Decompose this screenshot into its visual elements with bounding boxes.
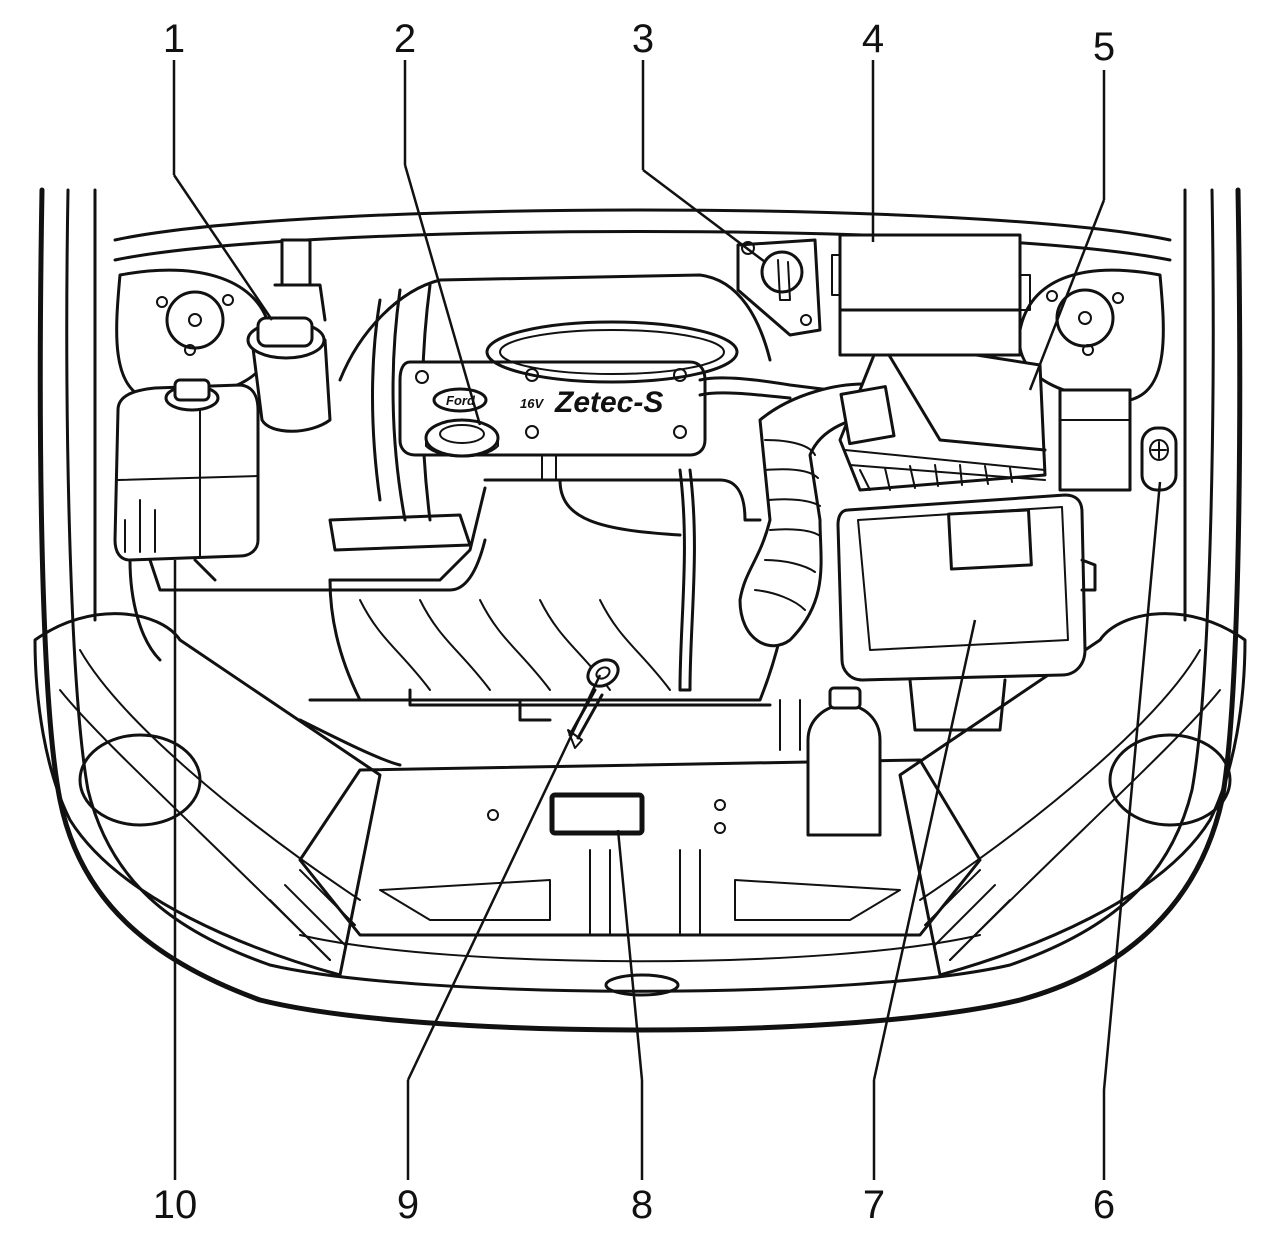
ford-logo-text: Ford <box>446 393 476 408</box>
coolant-expansion-tank <box>113 378 487 662</box>
air-filter-housing <box>838 338 1132 492</box>
callout-5: 5 <box>1093 25 1115 69</box>
callout-3: 3 <box>632 17 654 61</box>
battery-cover <box>831 233 1031 357</box>
left-strut-tower <box>115 268 273 402</box>
callout-9: 9 <box>397 1183 419 1227</box>
leader-6b <box>1102 481 1162 1091</box>
vin-plate <box>549 792 645 836</box>
engine-block <box>298 273 792 767</box>
callout-10: 10 <box>153 1183 198 1227</box>
front-crossmember <box>298 758 982 937</box>
callout-6: 6 <box>1093 1183 1115 1227</box>
leader-3b <box>642 169 766 263</box>
bonnet-grommet <box>1140 426 1178 492</box>
leader-2b <box>403 164 482 426</box>
washer-fluid-bottle <box>779 686 882 837</box>
callout-7: 7 <box>863 1183 885 1227</box>
callout-1: 1 <box>163 17 185 61</box>
zetec-logo-text: Zetec-S <box>554 386 663 419</box>
power-steering-reservoir <box>736 238 822 337</box>
leader-7b <box>872 619 977 1081</box>
left-headlight <box>33 612 382 977</box>
valve-count-text: 16V <box>520 396 544 411</box>
oil-filler-cap <box>424 418 500 458</box>
car-body-outline <box>37 187 1243 1033</box>
leader-5b <box>1028 199 1106 391</box>
brake-fluid-reservoir <box>246 238 332 433</box>
leader-lines <box>172 60 1162 1180</box>
leader-8b <box>616 829 644 1081</box>
fuse-relay-box <box>836 493 1097 732</box>
callout-8: 8 <box>631 1183 653 1227</box>
callout-4: 4 <box>862 17 884 61</box>
callout-2: 2 <box>394 17 416 61</box>
leader-9b <box>406 674 602 1081</box>
leader-1b <box>172 174 274 321</box>
callout-labels: 1 2 3 4 5 6 7 8 9 10 <box>153 17 1115 1227</box>
engine-pipes <box>328 376 832 692</box>
